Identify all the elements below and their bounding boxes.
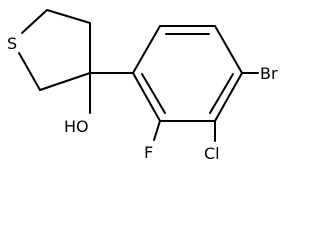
atom-label-oh: HO (64, 117, 89, 136)
bond-ar6-f (153, 120, 161, 141)
atom-label-f: F (144, 143, 153, 162)
bond-c3-c2 (46, 9, 91, 24)
atom-label-br: Br (260, 64, 278, 83)
bond-ar3-ar4 (214, 25, 243, 74)
bond-c2-s (21, 9, 48, 34)
bond-ar6-ar1 (132, 72, 161, 122)
atom-label-cl: Cl (204, 144, 220, 163)
bond-c5-c4 (39, 72, 91, 91)
atom-label-s: S (7, 34, 17, 53)
double-bond-ar6-ar1 (141, 73, 166, 114)
bond-s-c5 (18, 52, 41, 91)
molecule-diagram: S HO Br Cl F (7, 9, 278, 163)
double-bond-ar4-ar5 (209, 73, 234, 114)
bond-ar1-ar2 (132, 25, 161, 74)
bond-ar4-ar5 (214, 72, 243, 122)
structure-drawing: S HO Br Cl F (7, 9, 278, 163)
